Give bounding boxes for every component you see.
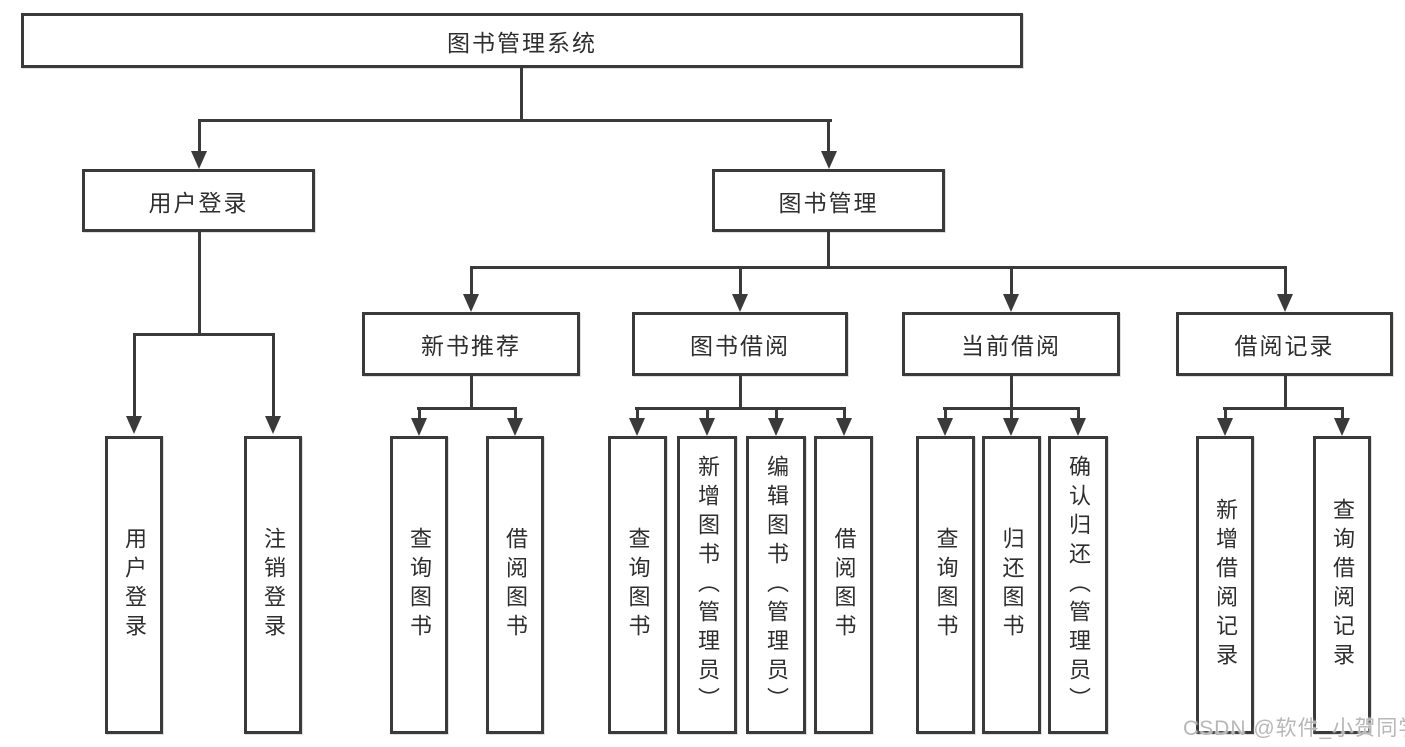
node-label: 注销登录 <box>261 527 286 643</box>
connector-line <box>272 333 275 417</box>
node-query-borrow-record: 查询借阅记录 <box>1313 436 1371 734</box>
connector-line <box>827 119 830 152</box>
arrow-down-icon <box>1003 418 1019 436</box>
connector-line <box>514 407 517 420</box>
node-add-book-admin: 新增图书（管理员） <box>677 436 737 734</box>
node-borrow-books-recommend: 借阅图书 <box>486 436 544 734</box>
node-book-management: 图书管理 <box>712 169 945 232</box>
arrow-down-icon <box>1070 418 1086 436</box>
connector-line <box>1224 407 1227 420</box>
connector-line <box>827 232 830 269</box>
node-label: 当前借阅 <box>961 333 1061 359</box>
node-logout: 注销登录 <box>244 436 302 734</box>
connector-line <box>1341 407 1344 420</box>
connector-line <box>1284 266 1287 296</box>
node-query-books-borrowing: 查询图书 <box>608 436 667 734</box>
connector-line <box>739 266 742 296</box>
arrow-down-icon <box>821 151 837 169</box>
node-book-borrowing: 图书借阅 <box>632 312 848 376</box>
connector-line <box>520 68 523 122</box>
node-label: 用户登录 <box>148 189 249 216</box>
node-library-management-system: 图书管理系统 <box>21 13 1023 68</box>
node-borrowing-records: 借阅记录 <box>1176 312 1393 376</box>
connector-line <box>470 266 473 296</box>
arrow-down-icon <box>937 418 953 436</box>
node-label: 图书借阅 <box>690 333 790 359</box>
node-label: 查询图书 <box>625 527 651 643</box>
arrow-down-icon <box>463 294 479 312</box>
connector-line <box>1077 407 1080 420</box>
node-label: 查询图书 <box>407 527 432 643</box>
connector-line <box>470 266 1287 269</box>
node-return-book: 归还图书 <box>982 436 1041 734</box>
connector-line <box>417 407 517 410</box>
arrow-down-icon <box>411 418 427 436</box>
node-borrow-books: 借阅图书 <box>814 436 873 734</box>
connector-line <box>739 376 742 409</box>
node-label: 新增图书（管理员） <box>695 454 720 716</box>
arrow-down-icon <box>699 418 715 436</box>
node-current-borrowing: 当前借阅 <box>902 312 1120 376</box>
connector-line <box>1010 407 1013 420</box>
watermark: CSDN @软件_小贺同学 <box>1183 717 1405 740</box>
connector-line <box>418 407 421 420</box>
arrow-down-icon <box>507 418 523 436</box>
node-confirm-return-admin: 确认归还（管理员） <box>1048 436 1108 734</box>
node-label: 编辑图书（管理员） <box>764 454 789 716</box>
arrow-down-icon <box>126 416 142 434</box>
arrow-down-icon <box>1217 418 1233 436</box>
connector-line <box>706 407 709 420</box>
node-label: 借阅图书 <box>831 527 857 643</box>
connector-line <box>470 376 473 409</box>
connector-line <box>133 333 275 336</box>
node-label: 用户登录 <box>122 527 147 643</box>
node-new-book-recommend: 新书推荐 <box>362 312 580 376</box>
arrow-down-icon <box>836 418 852 436</box>
connector-line <box>775 407 778 420</box>
node-label: 确认归还（管理员） <box>1066 454 1091 716</box>
node-edit-book-admin: 编辑图书（管理员） <box>746 436 806 734</box>
connector-line <box>843 407 846 420</box>
connector-line <box>198 119 201 152</box>
node-label: 图书管理 <box>778 189 879 216</box>
node-add-borrow-record: 新增借阅记录 <box>1196 436 1254 734</box>
connector-line <box>635 407 846 410</box>
arrow-down-icon <box>732 294 748 312</box>
node-label: 查询图书 <box>933 527 959 643</box>
node-user-login-group: 用户登录 <box>82 169 315 232</box>
connector-line <box>133 333 136 417</box>
arrow-down-icon <box>191 151 207 169</box>
arrow-down-icon <box>265 416 281 434</box>
node-user-login: 用户登录 <box>105 436 163 734</box>
connector-line <box>198 119 832 122</box>
connector-line <box>1010 376 1013 409</box>
connector-line <box>636 407 639 420</box>
node-label: 归还图书 <box>999 527 1025 643</box>
arrow-down-icon <box>629 418 645 436</box>
node-label: 借阅记录 <box>1234 333 1335 359</box>
node-label: 新增借阅记录 <box>1213 498 1238 672</box>
connector-line <box>1223 407 1344 410</box>
node-label: 图书管理系统 <box>447 29 597 56</box>
connector-line <box>1284 376 1287 409</box>
node-label: 借阅图书 <box>503 527 528 643</box>
arrow-down-icon <box>1334 418 1350 436</box>
node-label: 新书推荐 <box>421 333 521 359</box>
node-query-books-current: 查询图书 <box>916 436 975 734</box>
arrow-down-icon <box>1277 294 1293 312</box>
arrow-down-icon <box>768 418 784 436</box>
node-label: 查询借阅记录 <box>1330 498 1355 672</box>
connector-line <box>944 407 947 420</box>
connector-line <box>198 232 201 335</box>
arrow-down-icon <box>1003 294 1019 312</box>
connector-line <box>1010 266 1013 296</box>
node-query-books-recommend: 查询图书 <box>390 436 448 734</box>
